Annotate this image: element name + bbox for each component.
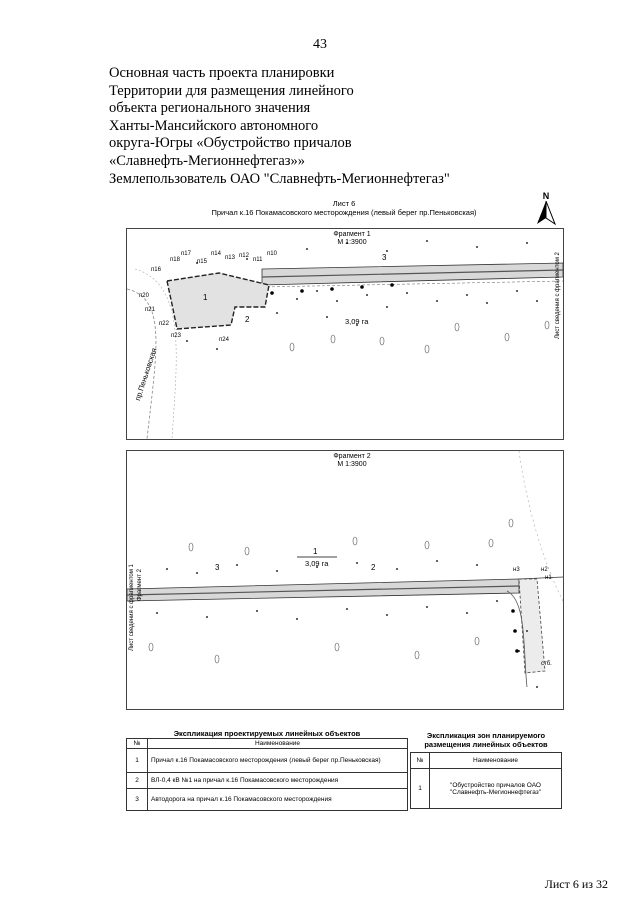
point-label: н3 — [513, 567, 520, 573]
fragment-2-side-label-inner: Фрагмент 2 — [137, 569, 143, 601]
point-label: п13 — [225, 255, 235, 261]
title-line-6: «Славнефть-Мегионнефтегаз»» — [109, 152, 305, 169]
row-name: ВЛ-0,4 кВ №1 на причал к.16 Покамасовско… — [147, 772, 408, 789]
title-line-5: округа-Югры «Обустройство причалов — [109, 135, 352, 152]
point-label: п24 — [219, 337, 229, 343]
point-label: п14 — [211, 251, 221, 257]
table-header-row: № Наименование — [410, 752, 562, 769]
fragment-2-title: Фрагмент 2 М 1:3900 — [317, 453, 387, 469]
point-label: п22 — [159, 321, 169, 327]
zones-table-title: Экспликация зон планируемого размещения … — [424, 731, 548, 749]
fragment-1-side-label: Лист сведения с фрагментом 2 — [555, 252, 561, 339]
row-num: 1 — [126, 748, 148, 773]
fragment-1-drawing — [127, 240, 563, 439]
fragment-2-area: 3,09 га — [305, 559, 329, 568]
fragment-2-zone-2: 2 — [371, 563, 376, 572]
north-arrow-icon: N — [533, 190, 559, 226]
fragment-2-zone-3: 3 — [215, 563, 220, 572]
point-label: п16 — [151, 267, 161, 273]
linear-objects-table: № Наименование 1 Причал к.16 Покамасовск… — [126, 738, 408, 811]
point-label: н2 — [541, 567, 548, 573]
table-row: 2 ВЛ-0,4 кВ №1 на причал к.16 Покамасовс… — [126, 772, 408, 789]
row-name: Причал к.16 Покамасовского месторождения… — [147, 748, 408, 773]
fragment-1-map: Фрагмент 1 М 1:3900 1 2 3 3,09 га п18 п1… — [126, 228, 564, 440]
fragment-1-title: Фрагмент 1 М 1:3900 — [317, 231, 387, 247]
column-header-name: Наименование — [429, 752, 562, 769]
column-header-num: № — [126, 738, 148, 749]
document-title: Основная часть проекта планировки Террит… — [109, 65, 509, 188]
sheet-subtitle: Причал к.16 Покамасовского месторождения… — [211, 208, 477, 217]
table-row: 1 Причал к.16 Покамасовского месторожден… — [126, 748, 408, 773]
sheet-header: Лист 6 Причал к.16 Покамасовского местор… — [126, 199, 562, 217]
title-line-3: объекта регионального значения — [109, 100, 311, 117]
point-label: п20 — [139, 293, 149, 299]
column-header-name: Наименование — [147, 738, 408, 749]
point-label: стб. — [541, 661, 552, 667]
point-label: п23 — [171, 333, 181, 339]
page-number: 43 — [313, 37, 327, 52]
fragment-2-side-label-left: Лист сведения с фрагментом 1 — [129, 564, 135, 651]
point-label: п10 — [267, 251, 277, 257]
north-letter: N — [543, 191, 550, 201]
fragment-1-scale: М 1:3900 — [337, 239, 367, 246]
title-line-1: Основная часть проекта планировки — [109, 65, 335, 81]
point-label: п12 — [239, 253, 249, 259]
row-num: 3 — [126, 788, 148, 811]
point-label: п17 — [181, 251, 191, 257]
table-row: 1 "Обустройство причалов ОАО "Славнефть-… — [410, 768, 562, 809]
title-line-2: Территории для размещения линейного — [109, 82, 354, 99]
fragment-2-map: Фрагмент 2 М 1:3900 1 3,09 га 3 2 н3 н2 … — [126, 450, 564, 710]
table-row: 3 Автодорога на причал к.16 Покамасовско… — [126, 788, 408, 811]
fragment-1-zone-3: 3 — [382, 253, 387, 262]
fragment-1-zone-1: 1 — [203, 293, 208, 302]
zones-table: № Наименование 1 "Обустройство причалов … — [410, 752, 562, 809]
page-footer: Лист 6 из 32 — [544, 877, 608, 891]
sheet-label: Лист 6 — [332, 199, 356, 208]
fragment-2-drawing — [127, 451, 563, 688]
fragment-2-title-text: Фрагмент 2 — [333, 453, 371, 460]
title-line-7: Землепользователь ОАО "Славнефть-Мегионн… — [109, 170, 450, 187]
point-label: п11 — [253, 257, 263, 263]
row-num: 2 — [126, 772, 148, 789]
point-label: п18 — [170, 257, 180, 263]
fragment-1-area: 3,09 га — [345, 317, 369, 326]
column-header-num: № — [410, 752, 430, 769]
title-line-4: Ханты-Мансийского автономного — [109, 117, 319, 134]
row-name: Автодорога на причал к.16 Покамасовского… — [147, 788, 408, 811]
point-label: п15 — [197, 259, 207, 265]
fragment-2-scale: М 1:3900 — [337, 461, 367, 468]
row-name: "Обустройство причалов ОАО "Славнефть-Ме… — [429, 768, 562, 809]
row-num: 1 — [410, 768, 430, 809]
point-label: п21 — [145, 307, 155, 313]
fragment-2-zone-1: 1 — [313, 547, 318, 556]
fragment-1-title-text: Фрагмент 1 — [333, 231, 371, 238]
fragment-1-zone-2: 2 — [245, 315, 250, 324]
linear-objects-table-title: Экспликация проектируемых линейных объек… — [173, 729, 361, 738]
table-header-row: № Наименование — [126, 738, 408, 749]
point-label: н1 — [545, 575, 552, 581]
